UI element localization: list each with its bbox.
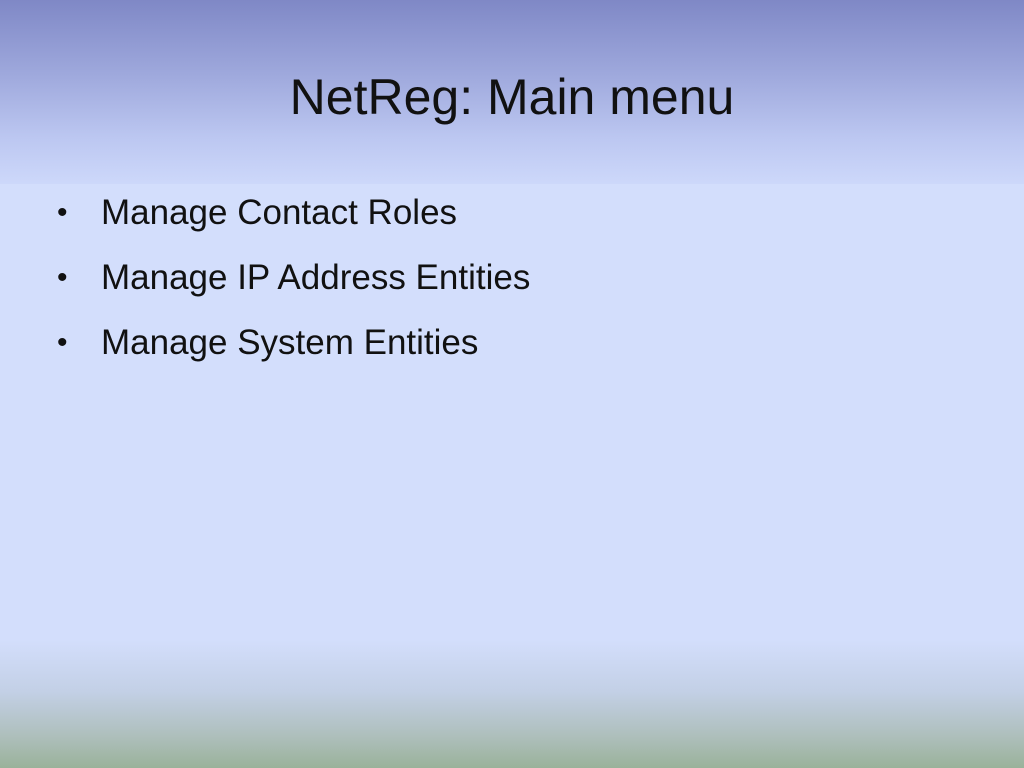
bullet-text: Manage Contact Roles — [101, 193, 458, 232]
bullet-icon: • — [57, 196, 68, 229]
bullet-icon: • — [57, 326, 68, 359]
bullet-text: Manage IP Address Entities — [101, 258, 531, 297]
slide-title: NetReg: Main menu — [289, 69, 735, 125]
bullet-text: Manage System Entities — [101, 323, 479, 362]
bullet-item-contact-roles: • Manage Contact Roles — [57, 190, 957, 255]
bullet-list: • Manage Contact Roles • Manage IP Addre… — [57, 190, 957, 385]
bullet-item-ip-address-entities: • Manage IP Address Entities — [57, 255, 957, 320]
footer-gradient-band — [0, 640, 1024, 768]
bullet-icon: • — [57, 261, 68, 294]
header-gradient-band — [0, 0, 1024, 184]
bullet-item-system-entities: • Manage System Entities — [57, 320, 957, 385]
